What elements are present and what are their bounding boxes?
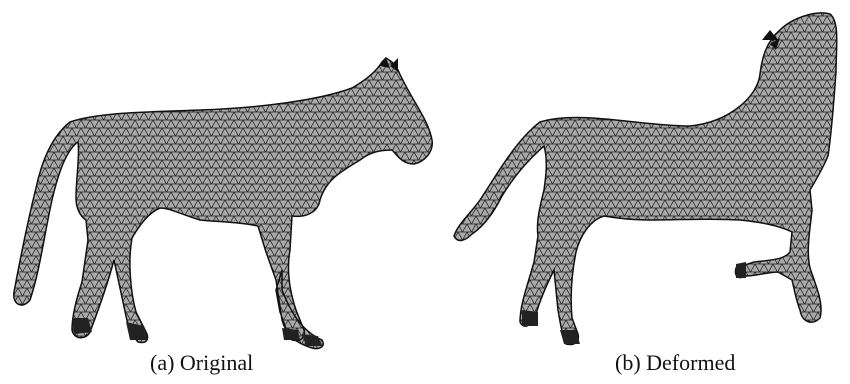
horse-body-original: [14, 58, 433, 349]
panel-deformed: (b) Deformed: [440, 0, 850, 384]
horse-original-mesh: [0, 0, 440, 384]
caption-deformed: (b) Deformed: [615, 350, 735, 376]
caption-original: (a) Original: [150, 350, 253, 376]
panel-original: (a) Original: [0, 0, 440, 384]
horse-deformed-mesh: [440, 0, 850, 384]
horse-body-deformed: [454, 13, 837, 345]
